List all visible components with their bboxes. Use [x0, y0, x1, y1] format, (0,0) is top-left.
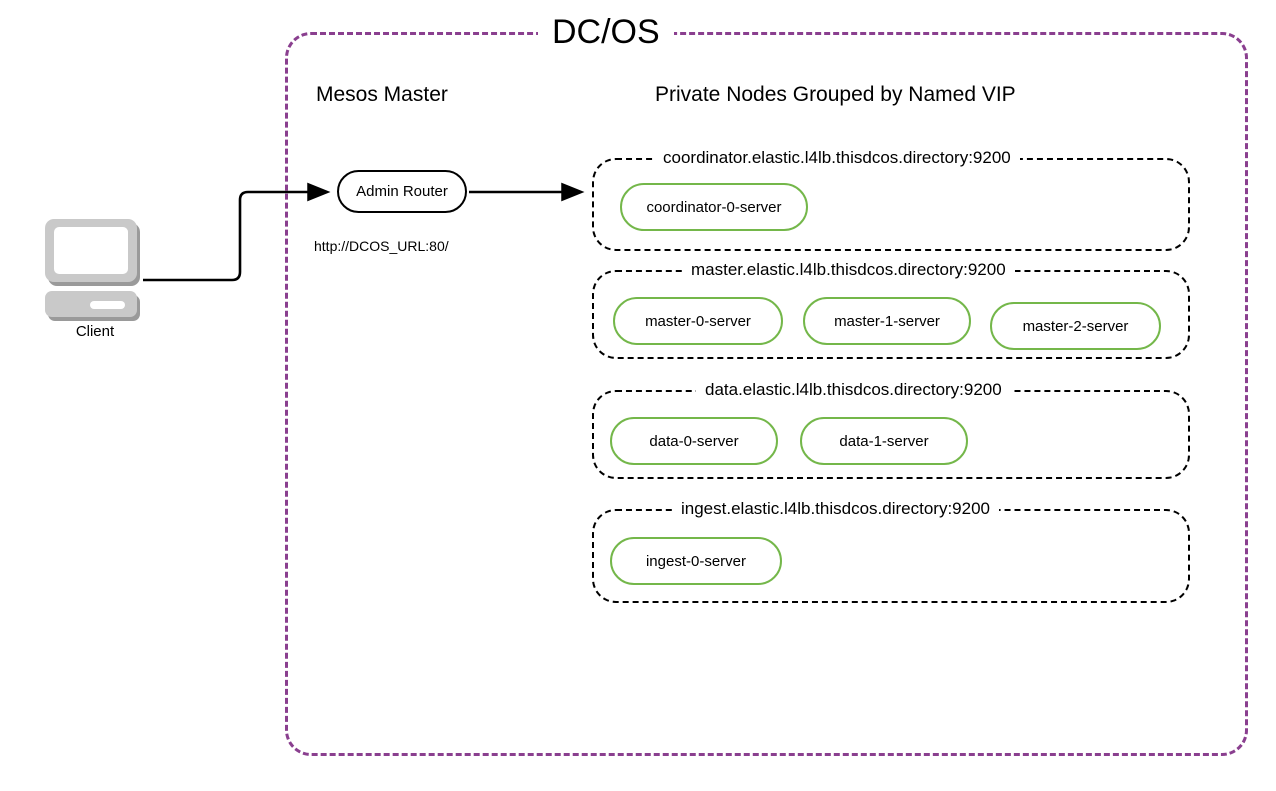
- vip-group-label: master.elastic.l4lb.thisdcos.directory:9…: [682, 259, 1015, 281]
- heading-mesos-master: Mesos Master: [316, 83, 448, 106]
- vip-group-label: ingest.elastic.l4lb.thisdcos.directory:9…: [672, 498, 999, 520]
- admin-router-url: http://DCOS_URL:80/: [314, 238, 449, 254]
- vip-group-nodes: data-0-server data-1-server: [594, 392, 1188, 477]
- server-node[interactable]: master-1-server: [803, 297, 971, 345]
- server-node[interactable]: data-0-server: [610, 417, 778, 465]
- server-node[interactable]: ingest-0-server: [610, 537, 782, 585]
- server-node[interactable]: master-0-server: [613, 297, 783, 345]
- vip-group-label: coordinator.elastic.l4lb.thisdcos.direct…: [654, 147, 1020, 169]
- vip-group: master.elastic.l4lb.thisdcos.directory:9…: [592, 259, 1190, 359]
- laptop-screen: [54, 227, 128, 274]
- server-node[interactable]: master-2-server: [990, 302, 1161, 350]
- dcos-container: [285, 32, 1248, 756]
- vip-group-nodes: ingest-0-server: [594, 511, 1188, 601]
- vip-group: coordinator.elastic.l4lb.thisdcos.direct…: [592, 147, 1190, 251]
- vip-group-label: data.elastic.l4lb.thisdcos.directory:920…: [696, 379, 1011, 401]
- vip-group-nodes: master-0-server master-1-server master-2-s…: [594, 272, 1188, 357]
- heading-private-nodes: Private Nodes Grouped by Named VIP: [655, 83, 1016, 106]
- vip-group-nodes: coordinator-0-server: [594, 160, 1188, 249]
- vip-group: ingest.elastic.l4lb.thisdcos.directory:9…: [592, 498, 1190, 603]
- laptop-icon: [45, 219, 143, 319]
- dcos-title: DC/OS: [538, 12, 674, 52]
- server-node[interactable]: coordinator-0-server: [620, 183, 808, 231]
- client-label: Client: [75, 323, 115, 340]
- server-node[interactable]: data-1-server: [800, 417, 968, 465]
- laptop-lid: [45, 219, 137, 282]
- admin-router-node[interactable]: Admin Router: [337, 170, 467, 213]
- vip-group: data.elastic.l4lb.thisdcos.directory:920…: [592, 379, 1190, 479]
- laptop-touchpad: [90, 301, 125, 309]
